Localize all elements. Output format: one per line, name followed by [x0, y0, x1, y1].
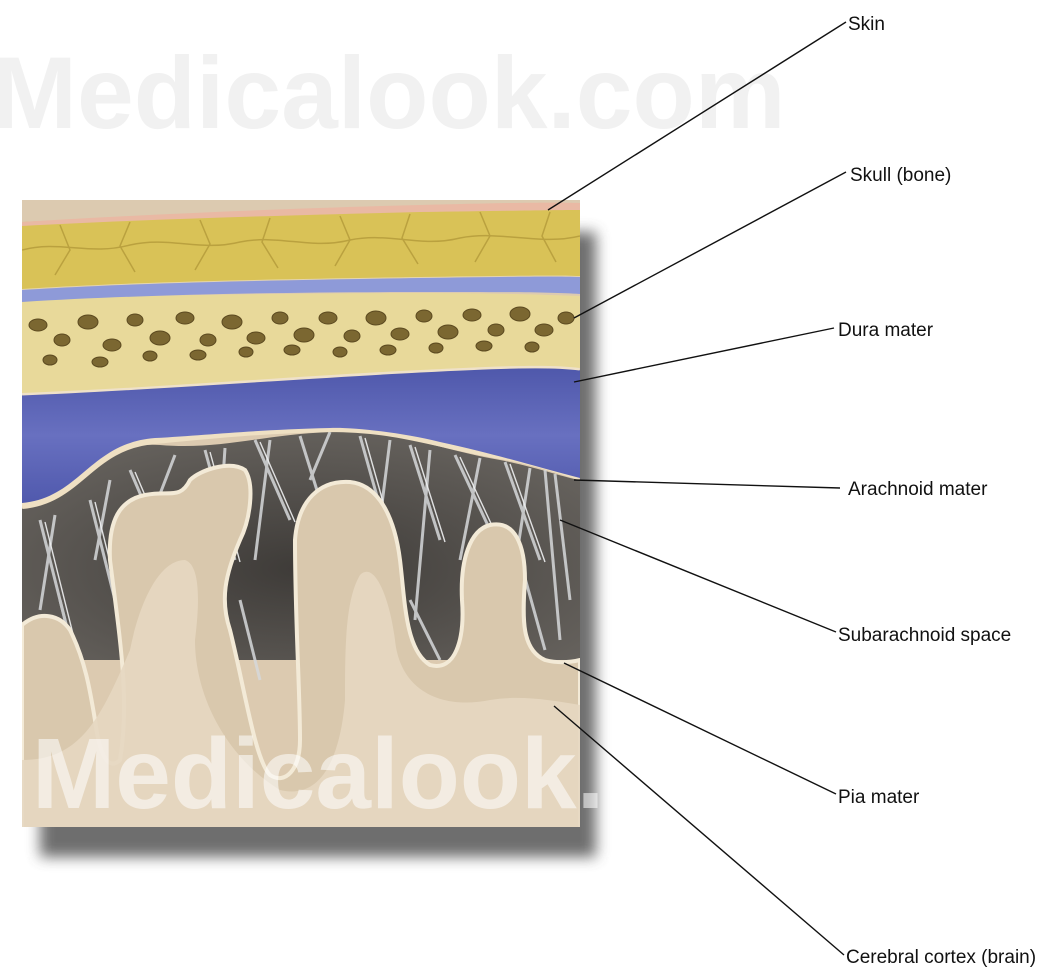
tissue-block — [22, 200, 580, 827]
label-subarachnoid: Subarachnoid space — [838, 625, 1011, 646]
label-cortex: Cerebral cortex (brain) — [846, 947, 1036, 968]
leader-skin — [547, 21, 847, 211]
subcutaneous-layer — [22, 208, 580, 289]
dura-mater — [22, 367, 580, 503]
label-pia: Pia mater — [838, 787, 920, 808]
skull-bone — [22, 293, 580, 393]
label-arachnoid: Arachnoid mater — [848, 479, 988, 500]
leader-lines — [547, 21, 847, 956]
skin-layer — [22, 202, 580, 226]
leader-arachnoid — [573, 479, 841, 489]
leader-subarachnoid — [559, 519, 837, 633]
periosteum-band — [22, 276, 580, 302]
labels: Skin Skull (bone) Dura mater Arachnoid m… — [838, 14, 1036, 968]
bone-pores — [28, 306, 575, 368]
label-skin: Skin — [848, 14, 885, 35]
leader-pia — [563, 662, 837, 795]
leader-cortex — [553, 705, 845, 956]
label-dura: Dura mater — [838, 320, 934, 341]
watermark-bottom: Medicalook.com — [32, 718, 810, 830]
watermark-top: Medicalook.com — [0, 36, 786, 150]
leader-skull — [573, 171, 847, 319]
leader-dura — [573, 327, 835, 383]
label-skull: Skull (bone) — [850, 165, 951, 186]
